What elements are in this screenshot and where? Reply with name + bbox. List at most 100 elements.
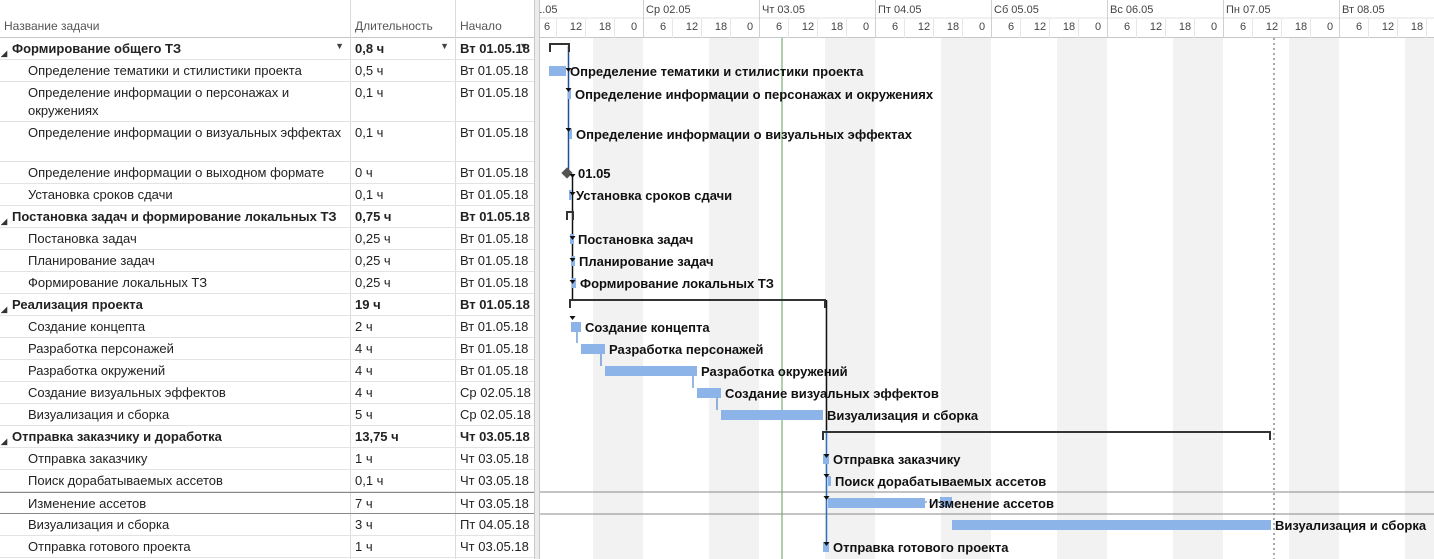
milestone-diamond[interactable] — [561, 167, 573, 179]
task-name-cell[interactable]: Создание концепта — [0, 316, 350, 338]
task-duration-cell[interactable]: 0,75 ч — [355, 209, 392, 224]
task-start-cell[interactable]: Ср 02.05.18 — [460, 385, 531, 400]
task-bar[interactable] — [697, 388, 721, 398]
column-header-duration[interactable]: Длительность ▼ — [351, 0, 455, 51]
chevron-down-icon[interactable]: ▼ — [440, 41, 449, 51]
task-name-cell[interactable]: Разработка окружений — [0, 360, 350, 382]
task-name-cell[interactable]: Разработка персонажей — [0, 338, 350, 360]
task-start-cell[interactable]: Вт 01.05.18 — [460, 363, 529, 378]
task-row[interactable]: Разработка окружений 4 ч Вт 01.05.18 — [0, 360, 534, 382]
task-bar[interactable] — [828, 476, 831, 486]
task-name-cell[interactable]: Создание визуальных эффектов — [0, 382, 350, 404]
task-start-cell[interactable]: Чт 03.05.18 — [460, 496, 529, 511]
task-start-cell[interactable]: Вт 01.05.18 — [460, 165, 529, 180]
task-duration-cell[interactable]: 7 ч — [355, 496, 373, 511]
task-start-cell[interactable]: Чт 03.05.18 — [460, 429, 530, 444]
task-name-cell[interactable]: Формирование локальных ТЗ — [0, 272, 350, 294]
collapse-triangle-icon[interactable]: ◢ — [1, 437, 8, 446]
task-start-cell[interactable]: Вт 01.05.18 — [460, 209, 530, 224]
task-name-cell[interactable]: ◢Реализация проекта — [0, 294, 350, 316]
task-bar[interactable] — [823, 454, 829, 464]
task-bar[interactable] — [569, 129, 572, 139]
task-start-cell[interactable]: Вт 01.05.18 — [460, 275, 529, 290]
task-row[interactable]: Определение информации о персонажах и ок… — [0, 82, 534, 122]
collapse-triangle-icon[interactable]: ◢ — [1, 305, 8, 314]
task-duration-cell[interactable]: 3 ч — [355, 517, 373, 532]
task-duration-cell[interactable]: 0,1 ч — [355, 85, 384, 100]
task-row[interactable]: Определение информации о выходном формат… — [0, 162, 534, 184]
task-name-cell[interactable]: Определение информации о визуальных эффе… — [0, 122, 350, 162]
task-name-cell[interactable]: Визуализация и сборка — [0, 404, 350, 426]
task-name-cell[interactable]: Отправка готового проекта — [0, 536, 350, 558]
task-duration-cell[interactable]: 0,5 ч — [355, 63, 384, 78]
summary-task-row[interactable]: ◢Постановка задач и формирование локальн… — [0, 206, 534, 228]
task-duration-cell[interactable]: 0,1 ч — [355, 473, 384, 488]
task-start-cell[interactable]: Чт 03.05.18 — [460, 539, 529, 554]
summary-bar[interactable] — [549, 43, 570, 52]
task-duration-cell[interactable]: 5 ч — [355, 407, 373, 422]
task-name-cell[interactable]: Планирование задач — [0, 250, 350, 272]
column-header-name[interactable]: Название задачи ▼ — [0, 0, 350, 51]
task-start-cell[interactable]: Вт 01.05.18 — [460, 297, 530, 312]
task-name-cell[interactable]: ◢Формирование общего ТЗ — [0, 38, 350, 60]
collapse-triangle-icon[interactable]: ◢ — [1, 49, 8, 58]
task-duration-cell[interactable]: 4 ч — [355, 341, 373, 356]
summary-task-row[interactable]: ◢Формирование общего ТЗ 0,8 ч Вт 01.05.18 — [0, 38, 534, 60]
task-name-cell[interactable]: Поиск дорабатываемых ассетов — [0, 470, 350, 492]
task-duration-cell[interactable]: 4 ч — [355, 385, 373, 400]
column-header-start[interactable]: Начало ▼ — [456, 0, 534, 51]
summary-task-row[interactable]: ◢Отправка заказчику и доработка 13,75 ч Чт… — [0, 426, 534, 448]
task-bar[interactable] — [823, 542, 829, 552]
task-bar[interactable] — [568, 89, 571, 99]
task-row[interactable]: Создание визуальных эффектов 4 ч Ср 02.05.… — [0, 382, 534, 404]
task-bar[interactable] — [569, 190, 572, 200]
task-start-cell[interactable]: Вт 01.05.18 — [460, 125, 529, 140]
task-duration-cell[interactable]: 0,1 ч — [355, 187, 384, 202]
task-start-cell[interactable]: Ср 02.05.18 — [460, 407, 531, 422]
task-name-cell[interactable]: Визуализация и сборка — [0, 514, 350, 536]
task-start-cell[interactable]: Вт 01.05.18 — [460, 63, 529, 78]
chevron-down-icon[interactable]: ▼ — [335, 41, 344, 51]
task-duration-cell[interactable]: 4 ч — [355, 363, 373, 378]
task-name-cell[interactable]: Изменение ассетов — [0, 493, 350, 515]
task-bar[interactable] — [952, 520, 1271, 530]
task-duration-cell[interactable]: 0 ч — [355, 165, 373, 180]
task-duration-cell[interactable]: 2 ч — [355, 319, 373, 334]
task-duration-cell[interactable]: 1 ч — [355, 539, 373, 554]
task-row[interactable]: Изменение ассетов 7 ч Чт 03.05.18 — [0, 492, 534, 514]
task-start-cell[interactable]: Вт 01.05.18 — [460, 319, 529, 334]
task-start-cell[interactable]: Вт 01.05.18 — [460, 41, 530, 56]
task-name-cell[interactable]: Установка сроков сдачи — [0, 184, 350, 206]
summary-bar[interactable] — [822, 431, 1271, 440]
task-row[interactable]: Формирование локальных ТЗ 0,25 ч Вт 01.05.… — [0, 272, 534, 294]
task-duration-cell[interactable]: 0,25 ч — [355, 231, 391, 246]
task-start-cell[interactable]: Вт 01.05.18 — [460, 85, 529, 100]
task-name-cell[interactable]: Отправка заказчику — [0, 448, 350, 470]
task-bar[interactable] — [605, 366, 697, 376]
task-row[interactable]: Отправка готового проекта 1 ч Чт 03.05.18 — [0, 536, 534, 558]
task-bar[interactable] — [581, 344, 605, 354]
task-start-cell[interactable]: Чт 03.05.18 — [460, 451, 529, 466]
task-name-cell[interactable]: ◢Отправка заказчику и доработка — [0, 426, 350, 448]
task-bar[interactable] — [721, 410, 823, 420]
chevron-down-icon[interactable]: ▼ — [519, 41, 528, 51]
task-name-cell[interactable]: Постановка задач — [0, 228, 350, 250]
task-start-cell[interactable]: Вт 01.05.18 — [460, 231, 529, 246]
task-duration-cell[interactable]: 1 ч — [355, 451, 373, 466]
task-name-cell[interactable]: ◢Постановка задач и формирование локальн… — [0, 206, 350, 228]
task-name-cell[interactable]: Определение тематики и стилистики проект… — [0, 60, 350, 82]
task-duration-cell[interactable]: 0,25 ч — [355, 275, 391, 290]
summary-bar[interactable] — [566, 211, 574, 220]
task-duration-cell[interactable]: 0,8 ч — [355, 41, 385, 56]
collapse-triangle-icon[interactable]: ◢ — [1, 217, 8, 226]
task-row[interactable]: Постановка задач 0,25 ч Вт 01.05.18 — [0, 228, 534, 250]
task-row[interactable]: Визуализация и сборка 5 ч Ср 02.05.18 — [0, 404, 534, 426]
task-name-cell[interactable]: Определение информации о выходном формат… — [0, 162, 350, 184]
task-duration-cell[interactable]: 13,75 ч — [355, 429, 399, 444]
task-start-cell[interactable]: Вт 01.05.18 — [460, 341, 529, 356]
task-row[interactable]: Определение тематики и стилистики проект… — [0, 60, 534, 82]
